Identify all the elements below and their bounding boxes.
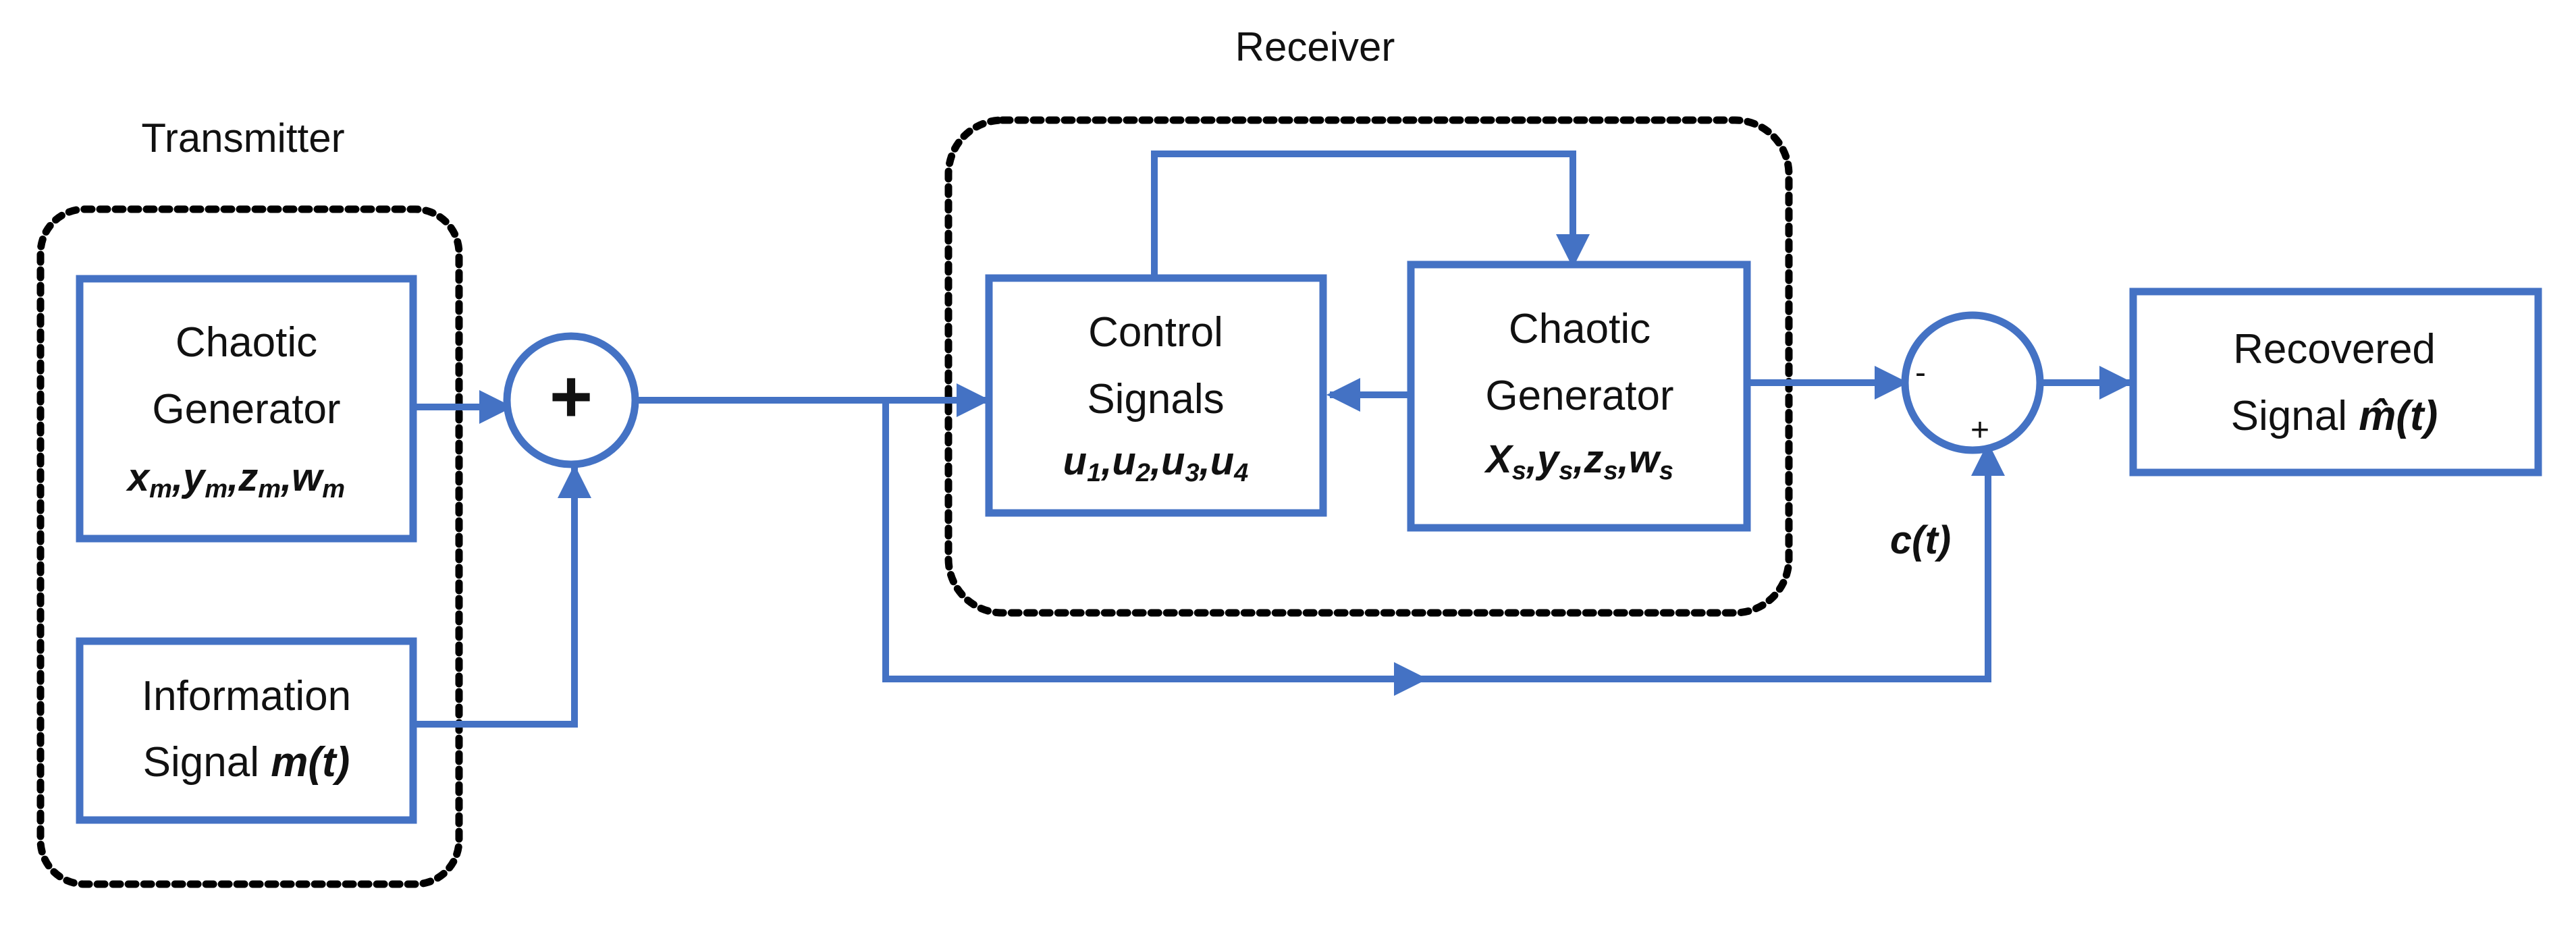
adder-plus-symbol: +	[549, 355, 593, 438]
control-signals-block	[985, 274, 1327, 517]
information-signal-label-line2: Signal m(t)	[143, 739, 350, 786]
rx-chaotic-generator-label-line1: Chaotic	[1509, 306, 1651, 352]
message-signal-symbol: m(t)	[271, 739, 350, 786]
tx-chaotic-generator-block	[76, 275, 417, 543]
adder-circle	[503, 332, 639, 468]
transmitter-region	[36, 205, 463, 888]
recovered-signal-block	[2129, 288, 2542, 476]
recovered-signal-label-line2: Signal m̂(t)	[2231, 393, 2438, 439]
tx-chaotic-generator-label-line2: Generator	[152, 386, 340, 433]
rx-chaotic-generator-label-line2: Generator	[1485, 373, 1673, 419]
comparator-circle	[1901, 311, 2044, 454]
comparator-minus-sign: -	[1915, 355, 1926, 391]
rx-generator-state-variables: Xs,ys,zs,ws	[1484, 437, 1673, 485]
wire-info-to-adder	[413, 464, 591, 728]
information-signal-prefix: Signal	[143, 739, 271, 786]
recovered-signal-label-line1: Recovered	[2233, 326, 2436, 373]
information-signal-block	[76, 637, 417, 824]
control-signal-variables: u1,u2,u3,u4	[1063, 439, 1249, 487]
wire-control-feedback	[1151, 151, 1590, 278]
tx-chaotic-generator-label-line1: Chaotic	[176, 319, 317, 366]
control-signals-label-line2: Signals	[1087, 376, 1224, 423]
transmitter-title: Transmitter	[141, 115, 344, 161]
rx-chaotic-generator-block	[1407, 261, 1751, 532]
receiver-region	[944, 116, 1793, 617]
information-signal-label-line1: Information	[142, 673, 351, 719]
comparator-plus-sign: +	[1970, 412, 1989, 448]
carrier-signal-label: c(t)	[1890, 518, 1951, 562]
control-signals-label-line1: Control	[1088, 309, 1223, 356]
receiver-title: Receiver	[1235, 24, 1395, 70]
recovered-signal-symbol: m̂(t)	[2359, 393, 2438, 439]
recovered-signal-prefix: Signal	[2231, 393, 2359, 439]
wire-transmitted-signal-branch	[882, 400, 2005, 682]
